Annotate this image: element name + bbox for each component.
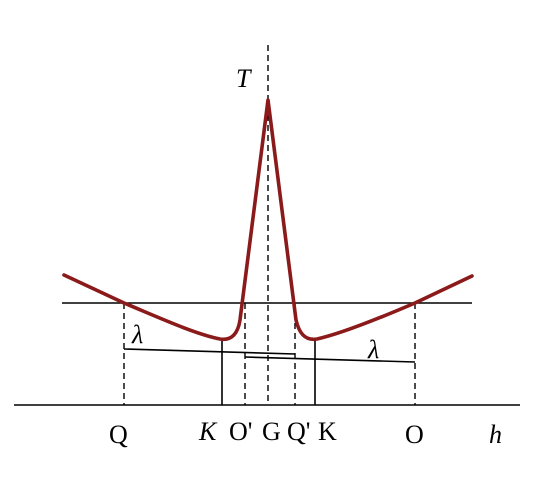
lambda-label-right: λ bbox=[367, 335, 379, 364]
tick-label-K-right: K bbox=[318, 417, 337, 446]
tick-label-K-left: K bbox=[198, 417, 218, 446]
tick-label-Q: Q bbox=[109, 420, 128, 449]
lambda-interval-right bbox=[244, 356, 416, 363]
tick-label-Q-prime: Q' bbox=[287, 417, 310, 446]
axis-label-h: h bbox=[489, 420, 502, 449]
lambda-label-left: λ bbox=[131, 320, 143, 349]
tick-label-G: G bbox=[262, 417, 281, 446]
axis-label-T: T bbox=[236, 64, 252, 93]
tick-label-O-prime: O' bbox=[229, 417, 252, 446]
temperature-curve bbox=[62, 98, 474, 342]
tick-label-O: O bbox=[405, 420, 424, 449]
lambda-interval-left bbox=[123, 348, 296, 355]
